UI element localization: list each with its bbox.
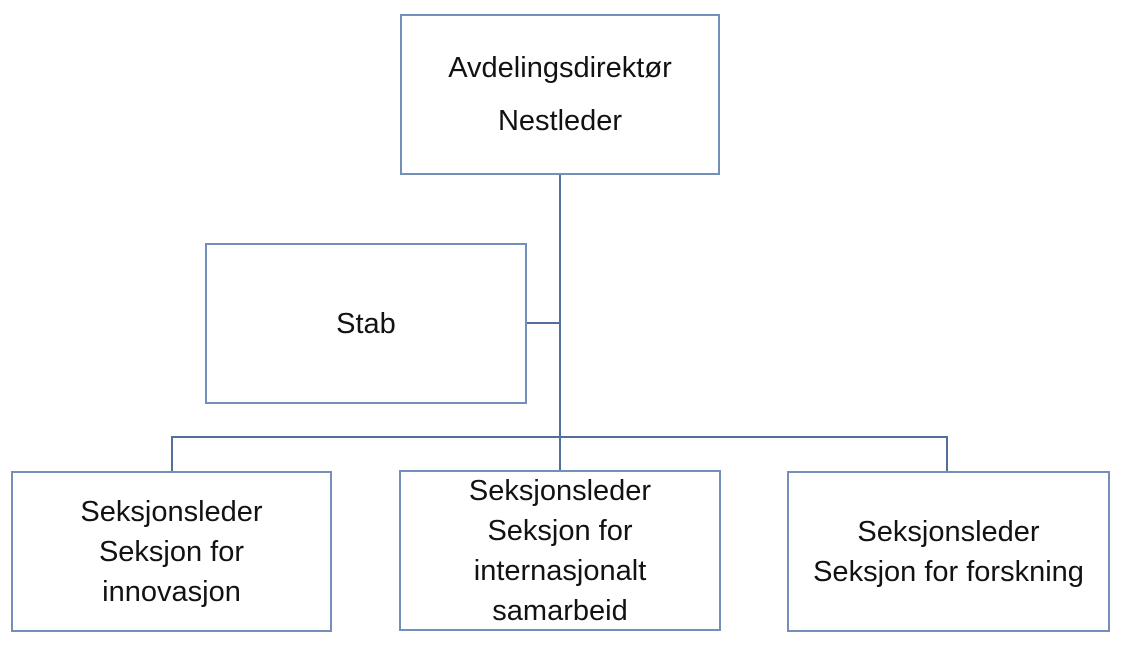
node-innovation-line-3: innovasjon (102, 575, 241, 608)
connector-bus-horizontal (171, 436, 948, 438)
node-innovation-line-2: Seksjon for (98, 535, 245, 568)
node-international-line-3: internasjonalt (473, 554, 647, 587)
connector-drop-innovation (171, 436, 173, 471)
node-research: Seksjonsleder Seksjon for forskning (787, 471, 1110, 632)
node-innovation: Seksjonsleder Seksjon for innovasjon (11, 471, 332, 632)
node-international-line-1: Seksjonsleder (468, 474, 652, 507)
node-research-line-2: Seksjon for forskning (813, 555, 1084, 588)
node-international: Seksjonsleder Seksjon for internasjonalt… (399, 470, 721, 631)
connector-drop-research (946, 436, 948, 471)
node-director-line-2: Nestleder (497, 104, 623, 137)
node-stab-line-1: Stab (336, 307, 396, 340)
node-innovation-line-1: Seksjonsleder (80, 495, 263, 528)
node-stab: Stab (205, 243, 527, 404)
node-research-line-1: Seksjonsleder (857, 515, 1040, 548)
node-director: Avdelingsdirektør Nestleder (400, 14, 720, 175)
node-international-line-4: samarbeid (492, 594, 628, 627)
connector-stab-branch (527, 322, 560, 324)
node-international-line-2: Seksjon for (487, 514, 633, 547)
connector-director-to-bus (559, 175, 561, 472)
node-director-line-1: Avdelingsdirektør (448, 51, 672, 84)
